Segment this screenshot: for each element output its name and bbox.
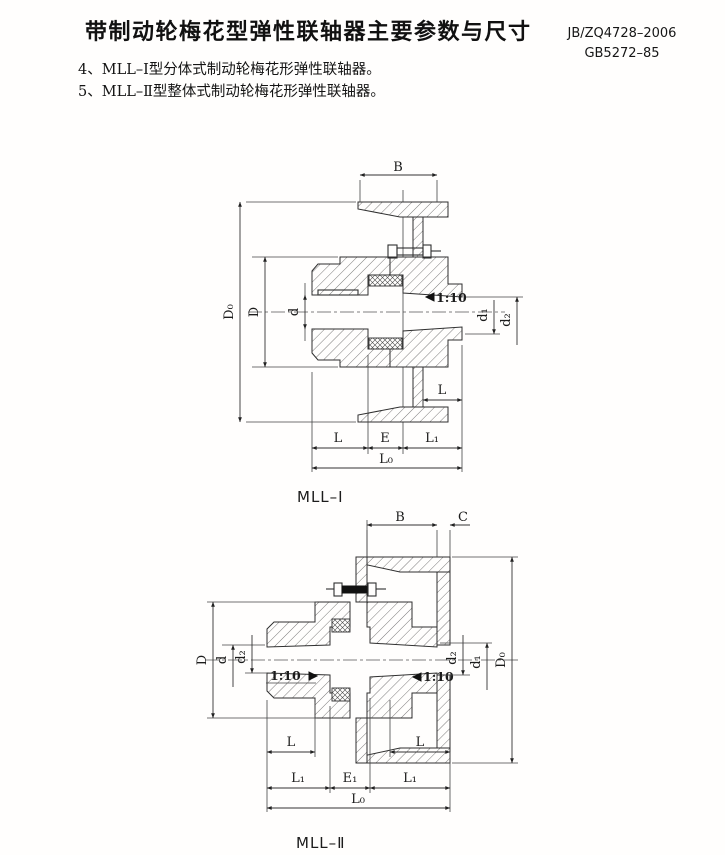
fig2-left-half-upper [266, 601, 351, 648]
fig1-drum-rim-bottom [357, 406, 449, 423]
fig2-dim-L0: L₀ [351, 792, 365, 807]
coupling-figures: B D₀ D d 1:10 d₁ d [195, 160, 523, 852]
fig1-dim-B: B [393, 160, 403, 175]
fig2-dim-C: C [458, 510, 468, 525]
fig2-dim-L1-left: L₁ [291, 771, 305, 786]
fig2-disc-lower [355, 717, 368, 764]
fig2-dim-L1-right: L₁ [403, 771, 417, 786]
fig1-keyway [317, 289, 359, 296]
fig1-drum-rim-top [357, 201, 449, 218]
fig2-dim-B: B [395, 510, 405, 525]
fig2-dim-L-right: L [416, 735, 425, 750]
figure-1-caption: MLL–Ⅰ [297, 488, 344, 506]
fig2-dim-d: d [215, 656, 230, 664]
fig2-taper-right-arrow-icon [411, 672, 422, 682]
fig2-dim-d2-right: d₂ [445, 651, 460, 665]
fig2-right-half-lower [366, 672, 438, 719]
standard-gb: GB5272–85 [584, 46, 660, 61]
fig1-dim-L-hub: L [438, 383, 447, 398]
fig1-taper-label: 1:10 [436, 290, 467, 305]
fig2-left-half-lower [266, 672, 351, 719]
fig1-taper-arrow-icon [424, 292, 435, 302]
fig2-taper-left-label: 1:10 [270, 668, 301, 683]
fig1-dim-d2: d₂ [499, 313, 514, 327]
note-item-4: 4、MLL–Ⅰ型分体式制动轮梅花形弹性联轴器。 [78, 62, 381, 78]
fig2-dim-L-left: L [287, 735, 296, 750]
figure-mll-2: B C D d d₂ 1:10 1:10 d₂ [195, 510, 520, 852]
fig1-elastomer-lower [368, 337, 403, 350]
fig2-taper-right-label: 1:10 [423, 669, 454, 684]
fig1-drum-web-lower [412, 366, 424, 408]
notes-block: 4、MLL–Ⅰ型分体式制动轮梅花形弹性联轴器。 5、MLL–Ⅱ型整体式制动轮梅花… [78, 59, 385, 103]
fig2-drum-rim-top [362, 556, 451, 573]
fig2-elastomer-lower [331, 687, 351, 702]
fig1-dim-E: E [380, 431, 390, 446]
fig1-dim-L1: L₁ [425, 431, 439, 446]
note-item-5: 5、MLL–Ⅱ型整体式制动轮梅花形弹性联轴器。 [78, 84, 385, 100]
fig2-disc-upper [355, 556, 368, 603]
figure-2-caption: MLL–Ⅱ [296, 834, 346, 852]
figure-mll-1: B D₀ D d 1:10 d₁ d [222, 160, 523, 506]
fig2-dim-E1: E₁ [343, 771, 358, 786]
fig2-end-wall-lower [436, 674, 451, 749]
page-title: 带制动轮梅花型弹性联轴器主要参数与尺寸 [85, 20, 532, 45]
fig1-elastomer-upper [368, 274, 403, 287]
fig2-taper-left-arrow-icon [308, 671, 319, 681]
fig2-elastomer-upper [331, 618, 351, 633]
fig1-drum-web-upper [412, 216, 424, 258]
fig1-dim-D0: D₀ [222, 304, 237, 320]
standard-jb: JB/ZQ4728–2006 [567, 26, 677, 41]
fig1-dim-L0: L₀ [379, 452, 393, 467]
fig2-drum-rim-bottom [362, 747, 451, 764]
fig2-bolt [326, 582, 386, 597]
fig1-dim-d: d [287, 308, 302, 316]
fig2-dim-D: D [195, 655, 210, 665]
fig2-right-half-upper [366, 601, 438, 648]
fig1-dim-d1: d₁ [476, 308, 491, 322]
fig1-dim-D: D [247, 307, 262, 317]
fig2-dim-d1: d₁ [469, 655, 484, 669]
fig1-dim-L: L [334, 431, 343, 446]
fig2-dim-D0: D₀ [494, 652, 509, 668]
fig2-end-wall-upper [436, 571, 451, 646]
fig2-dim-d2-left: d₂ [234, 650, 249, 664]
standard-numbers: JB/ZQ4728–2006 GB5272–85 [556, 24, 688, 64]
fig1-bolt [387, 244, 441, 259]
